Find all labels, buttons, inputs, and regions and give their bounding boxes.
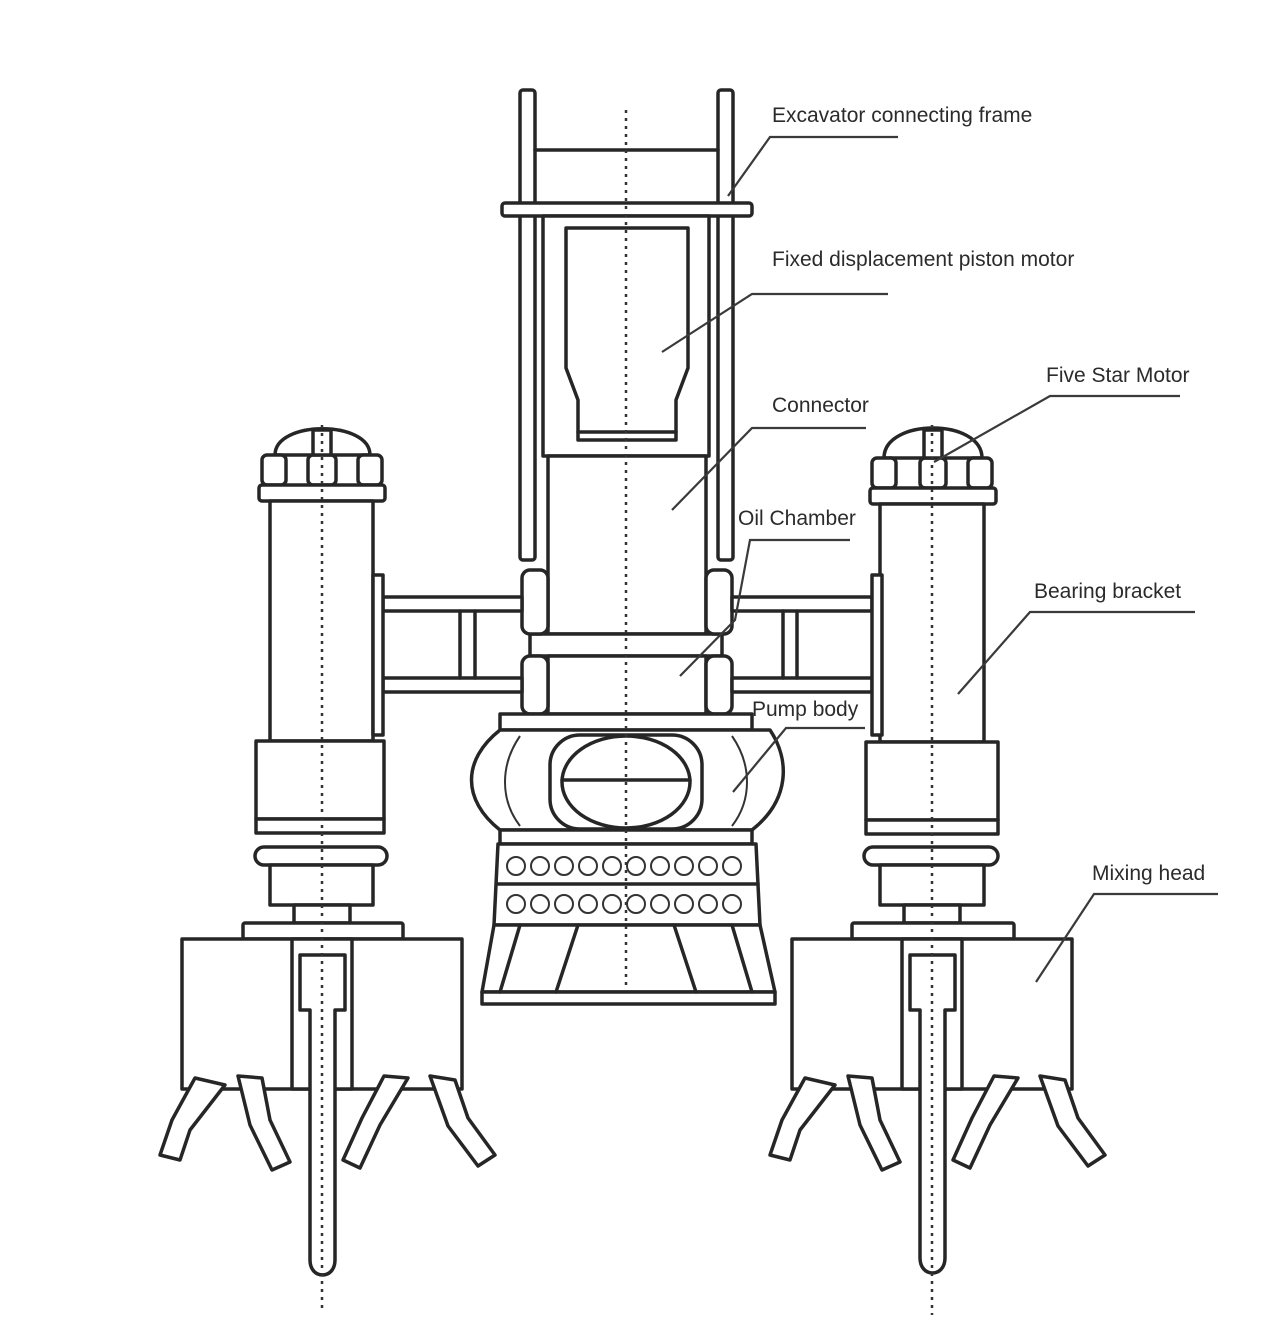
label-oil-chamber: Oil Chamber <box>738 507 856 530</box>
left-strut <box>381 595 524 694</box>
inlet-screen <box>492 842 762 927</box>
label-pump-body: Pump body <box>752 698 859 721</box>
label-mixing-head: Mixing head <box>1092 862 1205 885</box>
label-piston-motor: Fixed displacement piston motor <box>772 248 1074 271</box>
pump-base <box>480 923 777 1006</box>
label-bearing-bracket: Bearing bracket <box>1034 580 1181 603</box>
oil-chamber <box>520 568 734 716</box>
left-five-star-motor <box>257 427 387 503</box>
label-excavator-frame: Excavator connecting frame <box>772 104 1032 127</box>
right-mixing-head <box>768 937 1107 1275</box>
labels: Excavator connecting frame Fixed displac… <box>738 104 1205 885</box>
label-connector: Connector <box>772 394 869 417</box>
left-agitator <box>158 425 497 1310</box>
central-pump-assembly <box>469 88 786 1006</box>
leader-lines <box>661 135 1218 983</box>
label-five-star-motor: Five Star Motor <box>1046 364 1190 387</box>
pump-body <box>469 712 786 846</box>
right-agitator <box>768 425 1107 1315</box>
right-strut <box>730 595 874 694</box>
excavator-connecting-frame <box>500 88 754 562</box>
left-mixing-head <box>158 937 497 1277</box>
